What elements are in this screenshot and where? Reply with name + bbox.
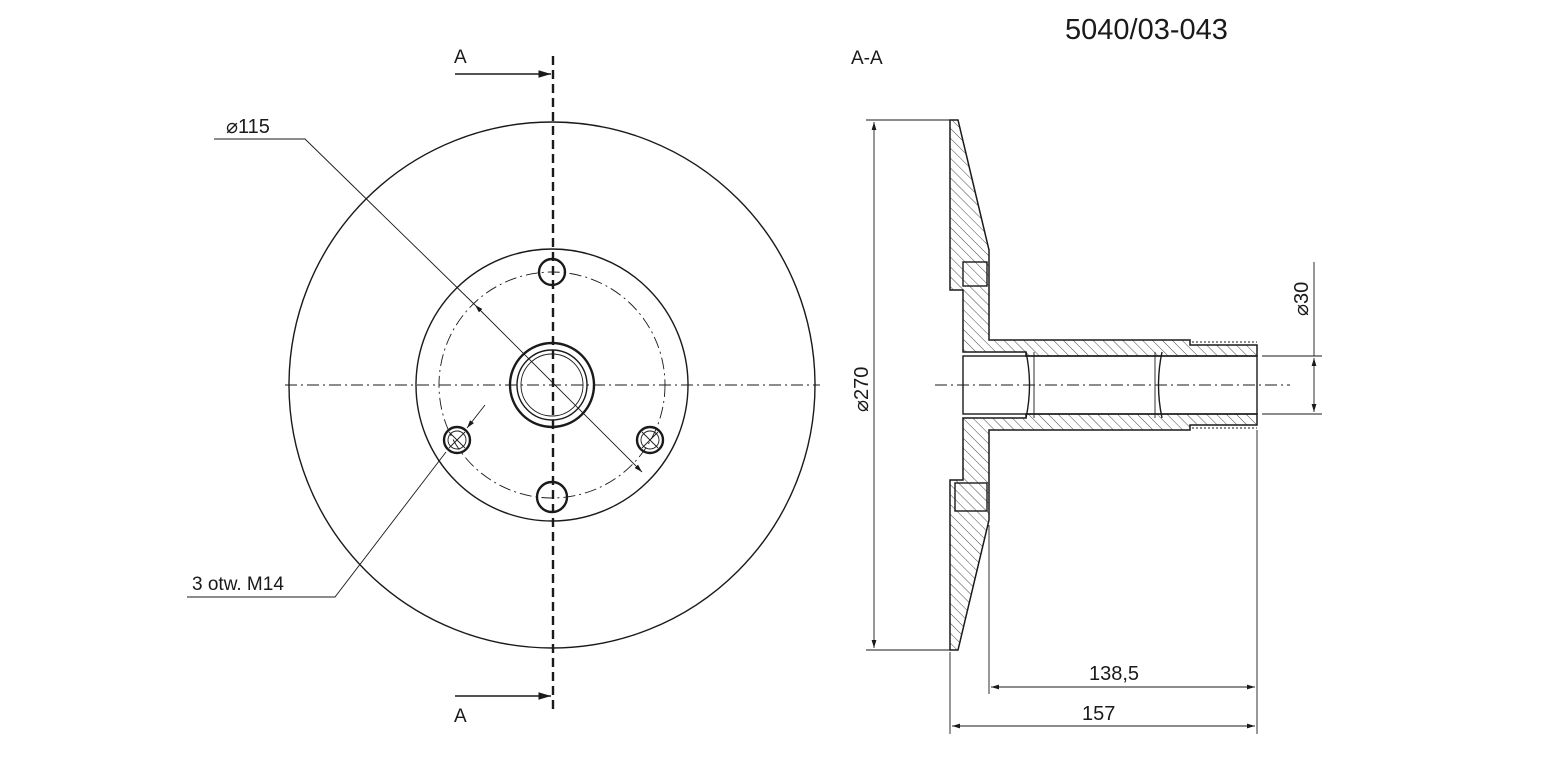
section-hatch-upper — [949, 119, 1258, 357]
dia30-label: ⌀30 — [1291, 282, 1313, 316]
holes-note-label: 3 otw. M14 — [192, 574, 284, 595]
section-hatch-lower — [949, 413, 1258, 651]
section-view: A-A ⌀270 ⌀30 13 — [851, 48, 1322, 734]
pitch-diameter-label: ⌀115 — [226, 116, 270, 138]
len-157-label: 157 — [1082, 703, 1115, 725]
holes-note-leader — [187, 451, 447, 598]
flange-hole-lower — [954, 482, 988, 512]
dia270-label: ⌀270 — [851, 367, 873, 412]
bolt-hole-left — [442, 425, 472, 455]
pitch-diameter-dimline — [474, 304, 643, 473]
section-title: A-A — [851, 48, 883, 69]
len-138-label: 138,5 — [1089, 663, 1139, 685]
holes-note-arrow — [466, 404, 486, 429]
drawing-number: 5040/03-043 — [1065, 14, 1228, 46]
flange-hole-upper — [962, 261, 988, 287]
front-view: A A ⌀115 3 otw. M14 — [187, 47, 820, 727]
bolt-hole-right — [635, 425, 665, 455]
section-mark-top: A — [454, 47, 467, 68]
section-mark-bottom: A — [454, 706, 467, 727]
pitch-diameter-leader — [214, 138, 476, 306]
